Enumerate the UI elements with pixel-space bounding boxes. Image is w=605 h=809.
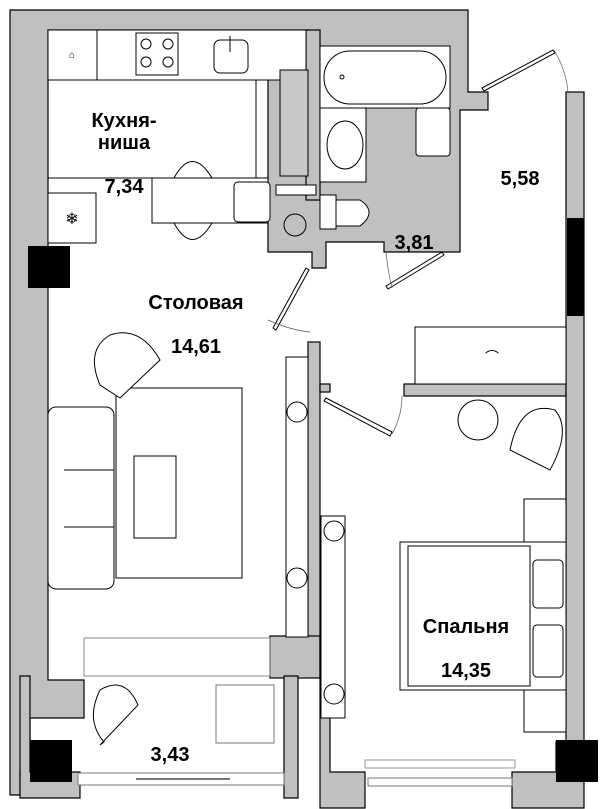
room-label-hall: 5,58 [490, 146, 550, 212]
room-area: 5,58 [500, 168, 540, 190]
room-area: 7,34 [104, 176, 144, 198]
room-area: 14,61 [170, 336, 222, 358]
room-label-bedroom: Спальня 14,35 [406, 594, 526, 704]
room-name: Спальня [422, 616, 510, 638]
hanger-icon: ⌒ [485, 349, 499, 365]
living-furniture [47, 332, 309, 638]
toilet-icon [319, 194, 370, 230]
wardrobe [414, 326, 567, 385]
snowflake-icon: ❄ [65, 211, 78, 228]
washbasin-icon [319, 107, 367, 183]
kitchen-counter [47, 29, 307, 244]
room-label-bathroom: 3,81 [384, 210, 444, 276]
doors [272, 49, 556, 437]
room-name: Столовая [148, 292, 244, 314]
shower-panel [275, 69, 317, 237]
bathtub-icon [319, 45, 451, 109]
room-label-kitchen: Кухня- ниша 7,34 [64, 88, 184, 220]
columns [28, 218, 598, 782]
room-area: 3,43 [150, 744, 190, 766]
kitchen-sink-icon [213, 36, 249, 74]
gas-stove-icon [135, 32, 179, 76]
bedroom-furniture [320, 399, 567, 733]
washing-machine-icon [415, 107, 451, 157]
room-label-balcony: 3,43 [140, 722, 200, 788]
room-label-dining: Столовая 14,61 [126, 270, 266, 380]
room-area: 3,81 [394, 232, 434, 254]
door-swings [267, 49, 569, 435]
dining-table [151, 161, 271, 240]
room-name: Кухня- ниша [91, 110, 157, 154]
balcony [77, 637, 516, 787]
kettle-icon: ⌂ [69, 50, 75, 61]
room-area: 14,35 [440, 660, 492, 682]
